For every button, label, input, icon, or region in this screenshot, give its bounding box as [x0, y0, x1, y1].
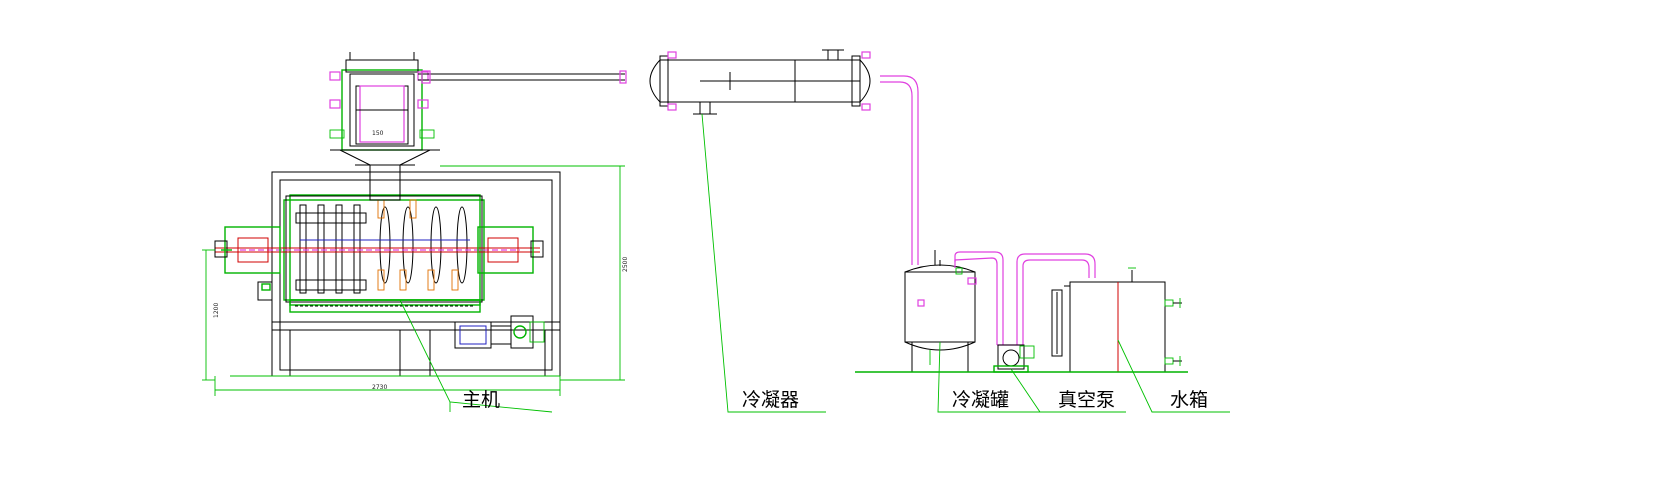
overall-height-dimension: 2500	[622, 257, 629, 272]
main-unit-label: 主机	[462, 389, 500, 411]
overall-length-dimension: 2730	[372, 384, 387, 391]
condenser-drawing	[649, 49, 871, 115]
leader-lines	[399, 113, 1230, 413]
vacuum-pump-label: 真空泵	[1058, 389, 1115, 411]
connecting-pipes	[954, 251, 1096, 346]
condenser-label: 冷凝器	[742, 389, 799, 411]
hopper-width-dimension: 150	[372, 130, 384, 137]
condensate-tank-drawing	[904, 250, 977, 372]
vacuum-pipe	[880, 75, 919, 265]
water-tank-label: 水箱	[1170, 389, 1208, 411]
main-unit-drawing: 150 2730 2500 1200	[202, 52, 629, 396]
body-height-dimension: 1200	[213, 303, 220, 318]
condensate-tank-label: 冷凝罐	[952, 389, 1009, 411]
vacuum-pump-drawing	[993, 344, 1035, 373]
water-tank-drawing	[1051, 267, 1182, 373]
vapour-pipe	[418, 70, 627, 84]
